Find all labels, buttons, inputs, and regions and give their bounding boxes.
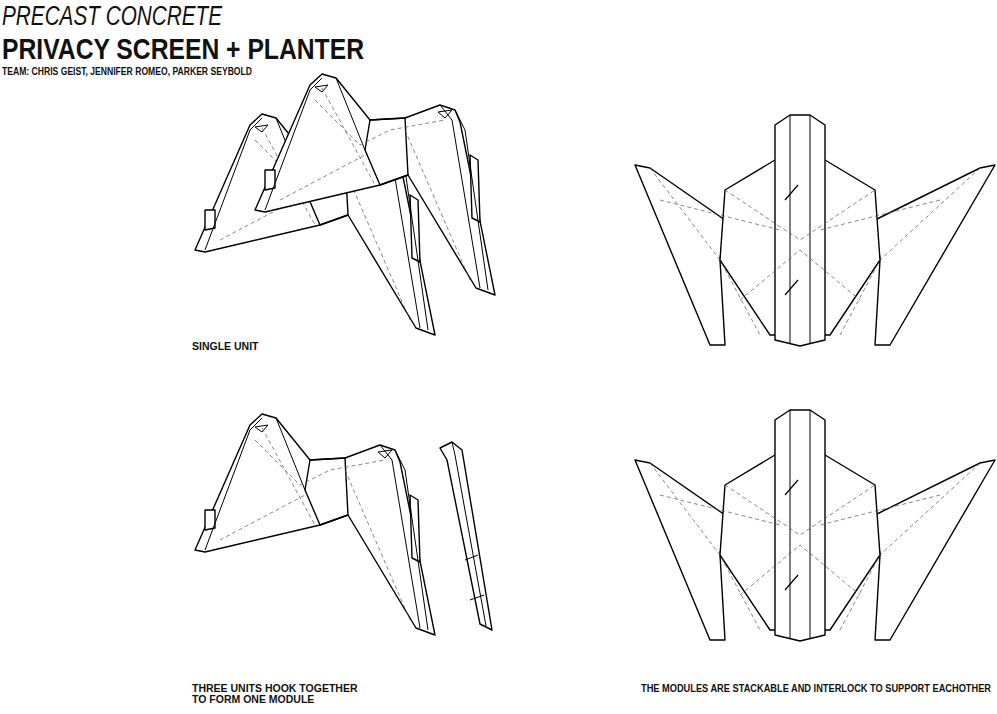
title-text: PRIVACY SCREEN + PLANTER — [2, 33, 364, 65]
figure-label: THE MODULES ARE STACKABLE AND INTERLOCK … — [641, 683, 991, 694]
figure-label: SINGLE UNIT — [192, 341, 259, 352]
figure-label: THREE UNITS HOOK TOGETHER TO FORM ONE MO… — [192, 683, 364, 705]
team-credit: TEAM: CHRIS GEIST, JENNIFER ROMEO, PARKE… — [2, 67, 252, 78]
subtitle-text: PRECAST CONCRETE — [2, 2, 222, 30]
